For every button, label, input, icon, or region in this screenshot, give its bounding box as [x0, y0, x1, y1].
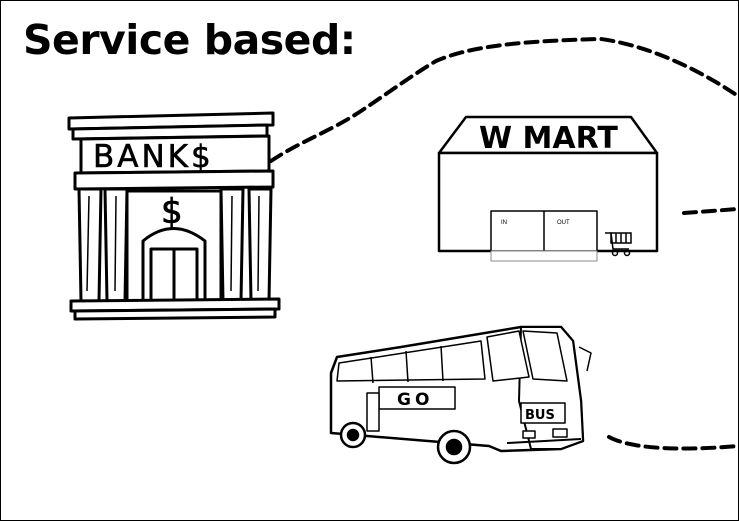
store-sign-text: W MART — [479, 121, 618, 156]
bank-sign-text: BANK$ — [93, 139, 214, 175]
connector-bus-to-edge — [609, 437, 738, 449]
connector-store-to-edge — [684, 209, 738, 213]
store-door-in-label: IN — [501, 220, 507, 226]
bus-side-label: GO — [397, 390, 433, 410]
bus-vehicle — [331, 327, 591, 463]
bus-front-label: BUS — [525, 408, 555, 423]
store-door-out-label: OUT — [557, 220, 570, 226]
bank-dollar-emblem: $ — [161, 192, 183, 232]
